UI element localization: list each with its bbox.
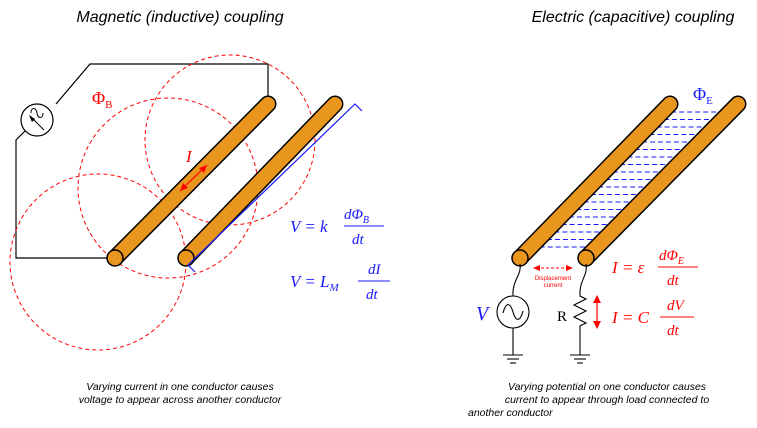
resistor-label: R: [557, 309, 567, 325]
svg-text:V = LM: V = LM: [290, 272, 340, 294]
svg-text:dt: dt: [366, 287, 379, 303]
right-caption-line-1: Varying potential on one conductor cause…: [508, 381, 707, 393]
displacement-label-2: current: [544, 283, 563, 289]
svg-text:dt: dt: [667, 323, 680, 339]
svg-text:dV: dV: [667, 298, 686, 314]
left-equation-1: V = k dΦB dt: [290, 207, 384, 248]
svg-text:dΦB: dΦB: [344, 207, 369, 226]
right-circuit-wires: [503, 263, 590, 364]
resistor-icon: [572, 292, 588, 330]
svg-text:I = C: I = C: [611, 308, 650, 327]
svg-text:dΦE: dΦE: [659, 248, 684, 267]
displacement-arrow-right-icon: [566, 265, 573, 271]
left-conductor-1: [106, 95, 277, 267]
electric-flux-label: ΦE: [693, 84, 713, 107]
right-title: Electric (capacitive) coupling: [532, 9, 735, 26]
load-current-arrow-icon: [593, 295, 601, 329]
ac-source-icon: [20, 103, 54, 137]
right-equation-1: I = ε dΦE dt: [611, 248, 698, 289]
magnetic-flux-label: ΦB: [92, 88, 113, 111]
right-conductor-1: [511, 95, 679, 267]
left-caption-line-2: voltage to appear across another conduct…: [79, 394, 282, 406]
displacement-label-1: Displacement: [535, 276, 572, 282]
ac-voltage-source-icon: [496, 295, 530, 329]
svg-text:V = k: V = k: [290, 217, 328, 236]
svg-text:I = ε: I = ε: [611, 258, 645, 277]
svg-text:dI: dI: [368, 262, 382, 278]
source-voltage-label: V: [476, 303, 491, 325]
left-conductor-2: [177, 95, 344, 267]
electric-field-lines: [539, 111, 722, 248]
right-caption-line-3: another conductor: [468, 407, 553, 419]
voltage-bracket: [187, 103, 363, 273]
right-caption-line-2: current to appear through load connected…: [505, 394, 709, 406]
left-title: Magnetic (inductive) coupling: [76, 9, 283, 26]
current-arrow-icon: [179, 164, 208, 192]
right-equation-2: I = C dV dt: [611, 298, 694, 339]
svg-text:dt: dt: [352, 232, 365, 248]
displacement-arrow-left-icon: [533, 265, 540, 271]
left-equation-2: V = LM dI dt: [290, 262, 390, 303]
left-caption-line-1: Varying current in one conductor causes: [86, 381, 274, 393]
svg-text:dt: dt: [667, 273, 680, 289]
current-label: I: [185, 147, 193, 166]
